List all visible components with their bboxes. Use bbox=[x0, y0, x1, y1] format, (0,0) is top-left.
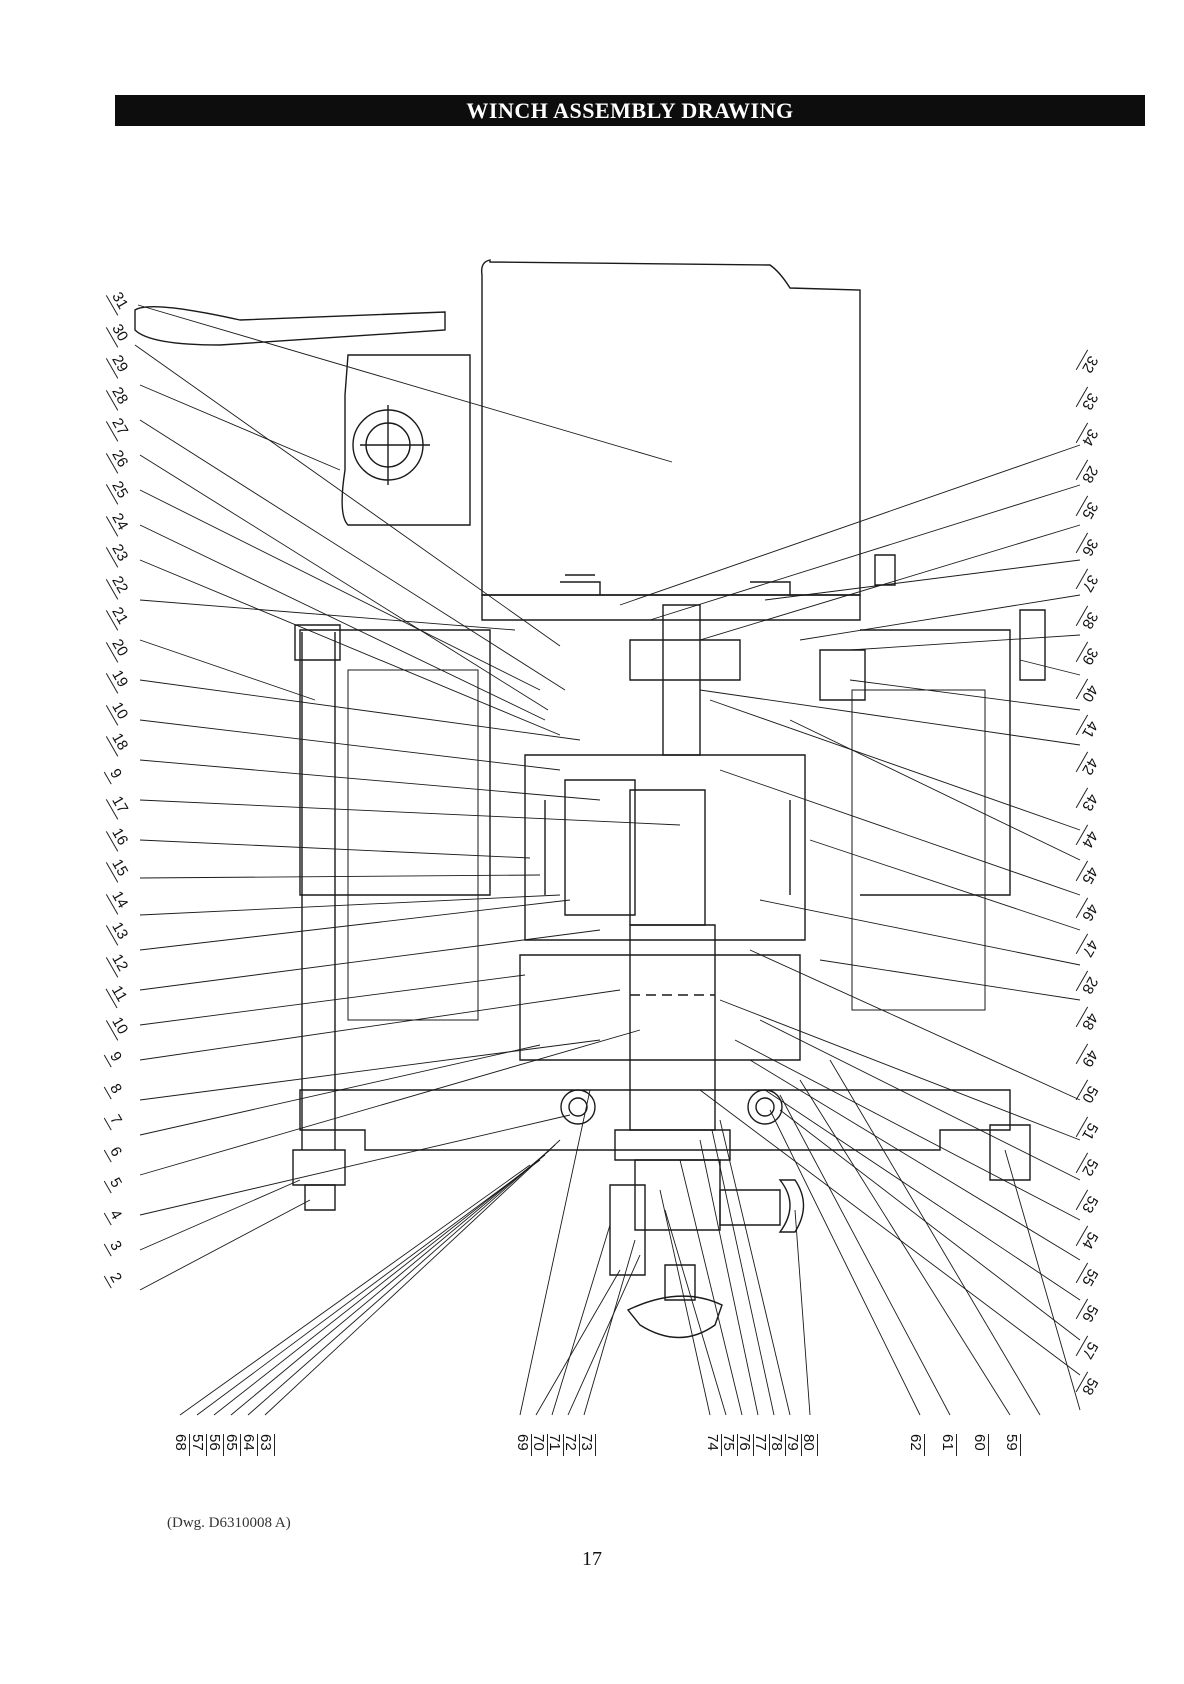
part-label: 5 bbox=[104, 1172, 127, 1193]
adjust-knob bbox=[780, 1180, 804, 1232]
part-label: 63 bbox=[257, 1434, 275, 1456]
part-label: 19 bbox=[106, 665, 133, 694]
part-label: 59 bbox=[1003, 1434, 1021, 1456]
part-label: 44 bbox=[1076, 824, 1103, 853]
base-plate bbox=[300, 1090, 1010, 1150]
part-label: 42 bbox=[1076, 751, 1103, 780]
part-label: 58 bbox=[1076, 1372, 1103, 1401]
brake-lever bbox=[135, 307, 445, 345]
part-label: 22 bbox=[106, 570, 133, 599]
part-label: 37 bbox=[1076, 569, 1103, 598]
part-label: 46 bbox=[1076, 897, 1103, 926]
part-label: 24 bbox=[106, 507, 133, 536]
part-label: 10 bbox=[106, 696, 133, 725]
part-label: 40 bbox=[1076, 678, 1103, 707]
part-label: 9 bbox=[104, 1046, 127, 1067]
part-label: 28 bbox=[106, 381, 133, 410]
part-label: 45 bbox=[1076, 861, 1103, 890]
part-label: 64 bbox=[240, 1434, 258, 1456]
part-label: 6 bbox=[104, 1141, 127, 1162]
part-label: 38 bbox=[1076, 605, 1103, 634]
part-label: 80 bbox=[800, 1434, 818, 1456]
part-label: 28 bbox=[1076, 970, 1103, 999]
part-label: 56 bbox=[206, 1434, 224, 1456]
part-label: 60 bbox=[971, 1434, 989, 1456]
part-label: 14 bbox=[106, 885, 133, 914]
part-label: 20 bbox=[106, 633, 133, 662]
part-label: 57 bbox=[1076, 1335, 1103, 1364]
handle-grip bbox=[628, 1296, 722, 1337]
part-label: 65 bbox=[223, 1434, 241, 1456]
part-label: 8 bbox=[104, 1078, 127, 1099]
part-label: 53 bbox=[1076, 1189, 1103, 1218]
part-label: 25 bbox=[106, 476, 133, 505]
part-label: 16 bbox=[106, 822, 133, 851]
part-label: 33 bbox=[1076, 386, 1103, 415]
part-label: 18 bbox=[106, 728, 133, 757]
part-label: 35 bbox=[1076, 496, 1103, 525]
part-label: 49 bbox=[1076, 1043, 1103, 1072]
part-label: 2 bbox=[104, 1267, 127, 1288]
part-label: 39 bbox=[1076, 642, 1103, 671]
part-label: 13 bbox=[106, 917, 133, 946]
part-label: 15 bbox=[106, 854, 133, 883]
drawing-number: (Dwg. D6310008 A) bbox=[167, 1515, 291, 1532]
part-label: 29 bbox=[106, 350, 133, 379]
part-label: 68 bbox=[172, 1434, 190, 1456]
part-label: 34 bbox=[1076, 423, 1103, 452]
part-label: 62 bbox=[907, 1434, 925, 1456]
part-label: 47 bbox=[1076, 934, 1103, 963]
part-label: 4 bbox=[104, 1204, 127, 1225]
output-shaft bbox=[630, 925, 715, 1130]
part-label: 30 bbox=[106, 318, 133, 347]
part-label: 11 bbox=[106, 980, 132, 1008]
part-label: 28 bbox=[1076, 459, 1103, 488]
part-label: 52 bbox=[1076, 1153, 1103, 1182]
part-label: 51 bbox=[1076, 1116, 1103, 1145]
part-label: 56 bbox=[1076, 1299, 1103, 1328]
part-label: 73 bbox=[578, 1434, 596, 1456]
page-number: 17 bbox=[0, 1548, 1184, 1571]
part-label: 12 bbox=[106, 948, 133, 977]
part-label: 27 bbox=[106, 413, 133, 442]
part-label: 50 bbox=[1076, 1080, 1103, 1109]
part-label: 17 bbox=[106, 791, 133, 820]
part-label: 7 bbox=[104, 1109, 127, 1130]
part-label: 41 bbox=[1076, 715, 1103, 744]
part-label: 55 bbox=[1076, 1262, 1103, 1291]
part-label: 61 bbox=[939, 1434, 957, 1456]
part-label: 43 bbox=[1076, 788, 1103, 817]
part-label: 9 bbox=[104, 763, 127, 784]
part-label: 10 bbox=[106, 1011, 133, 1040]
motor-housing bbox=[482, 260, 860, 595]
part-label: 57 bbox=[189, 1434, 207, 1456]
part-label: 3 bbox=[104, 1235, 127, 1256]
part-label: 54 bbox=[1076, 1226, 1103, 1255]
part-label: 36 bbox=[1076, 532, 1103, 561]
part-label: 23 bbox=[106, 539, 133, 568]
part-label: 48 bbox=[1076, 1007, 1103, 1036]
part-label: 21 bbox=[106, 602, 133, 631]
part-label: 26 bbox=[106, 444, 133, 473]
